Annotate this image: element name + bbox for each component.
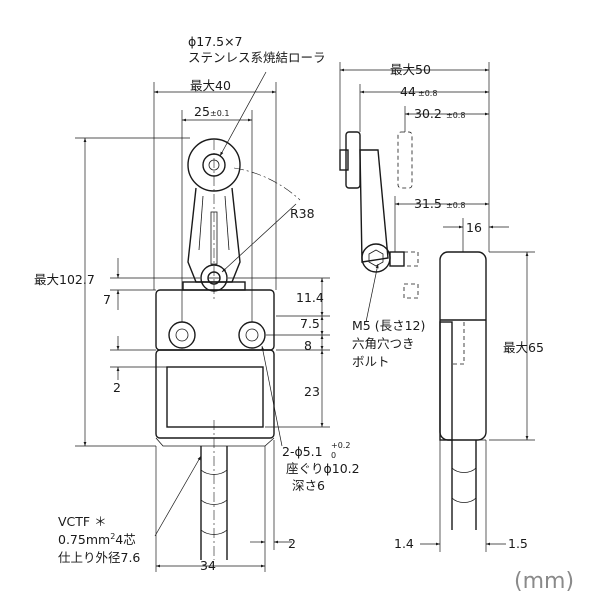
side-max-65-label: 最大65 [503, 340, 544, 355]
dim-7-label: 7 [103, 292, 111, 307]
dim-7-5-label: 7.5 [300, 316, 320, 331]
front-dimensions [75, 71, 330, 572]
roller-pitch-label: 25 [194, 104, 210, 119]
counterbore-label: 座ぐりϕ10.2 [286, 461, 360, 476]
side-1-5-label: 1.5 [508, 536, 528, 551]
max-width-label: 最大40 [190, 78, 231, 93]
roller-spec-label: ϕ17.5×7 [188, 34, 243, 49]
cable-diameter-label: 仕上り外径7.6 [58, 550, 140, 565]
bolt-type-label: 六角穴つき [352, 336, 415, 351]
bolt-size-label: M5 (長さ12) [352, 318, 425, 333]
hole-tolerance-zero: 0 [331, 451, 336, 460]
side-31-5-tolerance: ±0.8 [446, 201, 465, 210]
side-1-4-label: 1.4 [394, 536, 414, 551]
side-max-50-label: 最大50 [390, 62, 431, 77]
dim-34-label: 34 [200, 558, 216, 573]
unit-label: (mm) [514, 569, 574, 594]
roller-pitch-tolerance: ±0.1 [210, 109, 229, 118]
lever-swing-arc [233, 167, 301, 201]
roller-material-label: ステンレス系焼結ローラ [188, 50, 326, 65]
roller [187, 138, 241, 192]
dim-23-label: 23 [304, 384, 320, 399]
depth-label: 深さ6 [292, 478, 325, 493]
bolt-label: ボルト [352, 354, 390, 369]
side-30-2-tolerance: ±0.8 [446, 111, 465, 120]
dim-2-bottom-label: 2 [288, 536, 296, 551]
dim-2-left-label: 2 [113, 380, 121, 395]
side-44-tolerance: ±0.8 [418, 89, 437, 98]
cable-section-label: 0.75mm24芯 [58, 532, 136, 547]
side-44-label: 44 [400, 84, 416, 99]
radius-label: R38 [290, 206, 315, 221]
dim-8-label: 8 [304, 338, 312, 353]
cable [200, 446, 228, 560]
switch-body [155, 281, 275, 447]
side-dimensions [339, 62, 535, 552]
hole-spec-label: 2-ϕ5.1 [282, 444, 323, 459]
labels: ϕ17.5×7 ステンレス系焼結ローラ 最大40 25 ±0.1 R38 最大1… [34, 34, 574, 594]
side-31-5-label: 31.5 [414, 196, 442, 211]
front-view [155, 138, 301, 560]
side-30-2-label: 30.2 [414, 106, 442, 121]
cable-type-label: VCTF ＊ [58, 514, 107, 529]
side-16-label: 16 [466, 220, 482, 235]
hole-tolerance-plus: +0.2 [331, 441, 350, 450]
max-height-label: 最大102.7 [34, 272, 95, 287]
dim-11-4-label: 11.4 [296, 290, 324, 305]
